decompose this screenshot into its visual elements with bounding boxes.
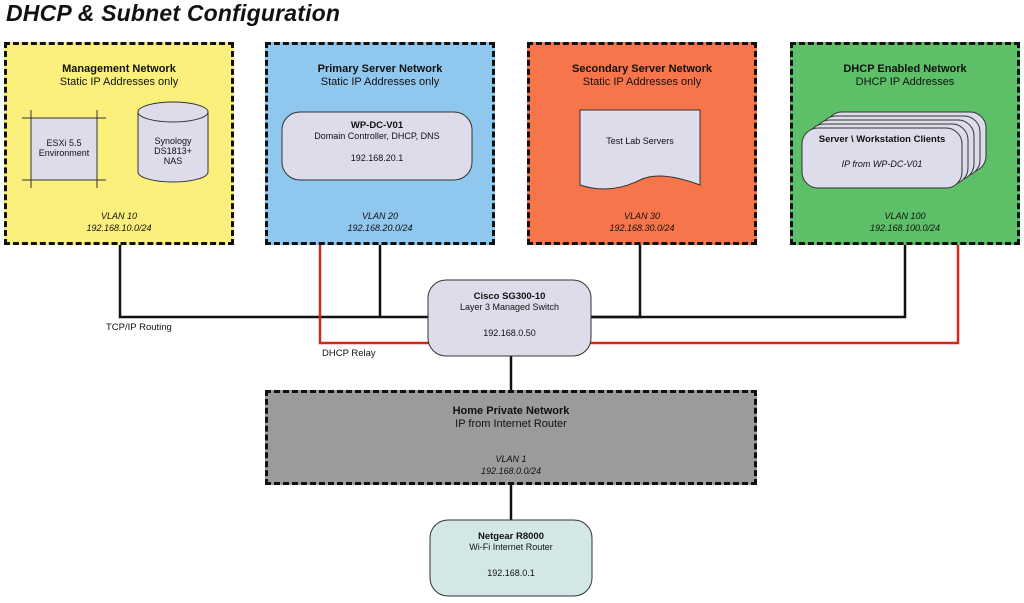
zone-vlan: VLAN 100 (884, 211, 926, 221)
zone-name: Management Network (62, 63, 176, 75)
clients-name: Server \ Workstation Clients (818, 134, 946, 145)
routing-label: TCP/IP Routing (106, 322, 172, 333)
zone-subnet: 192.168.20.0/24 (347, 223, 413, 233)
clients-node: Server \ Workstation Clients IP from WP-… (802, 134, 962, 169)
clients-ip: IP from WP-DC-V01 (841, 159, 923, 169)
switch-ip: 192.168.0.50 (483, 328, 536, 338)
router-node: Netgear R8000 Wi-Fi Internet Router 192.… (430, 531, 592, 578)
zone-vlan: VLAN 10 (100, 211, 138, 221)
relay-label: DHCP Relay (322, 348, 376, 359)
esxi-node: ESXi 5.5 Environment (38, 138, 90, 158)
nas-node: Synology DS1813+ NAS (154, 136, 192, 166)
router-role: Wi-Fi Internet Router (469, 542, 553, 552)
dc-role: Domain Controller, DHCP, DNS (314, 131, 440, 141)
diagram-title: DHCP & Subnet Configuration (6, 0, 341, 26)
zone-subtitle: Static IP Addresses only (320, 76, 440, 88)
dc-node: WP-DC-V01 Domain Controller, DHCP, DNS 1… (282, 120, 472, 163)
zone-subtitle: IP from Internet Router (455, 418, 567, 430)
testlab-node: Test Lab Servers (606, 136, 674, 146)
zone-subnet: 192.168.100.0/24 (869, 223, 941, 233)
switch-name: Cisco SG300-10 (473, 291, 546, 302)
zone-name: Secondary Server Network (571, 63, 712, 75)
zone-subtitle: Static IP Addresses only (582, 76, 702, 88)
routing-lines (118, 243, 907, 520)
dc-name: WP-DC-V01 (350, 120, 404, 131)
router-ip: 192.168.0.1 (487, 568, 535, 578)
zone-vlan: VLAN 1 (495, 454, 527, 464)
zone-subnet: 192.168.30.0/24 (609, 223, 675, 233)
zone-vlan: VLAN 30 (623, 211, 661, 221)
zone-vlan: VLAN 20 (361, 211, 399, 221)
switch-node: Cisco SG300-10 Layer 3 Managed Switch 19… (428, 291, 591, 338)
zone-subtitle: Static IP Addresses only (59, 76, 179, 88)
zone-home: Home Private Network IP from Internet Ro… (265, 390, 757, 485)
line-mgmt (118, 243, 430, 319)
zone-name: Primary Server Network (317, 63, 443, 75)
line-dhcp (590, 243, 907, 319)
switch-role: Layer 3 Managed Switch (459, 302, 560, 312)
zone-subnet: 192.168.0.0/24 (480, 466, 542, 476)
zone-name: DHCP Enabled Network (843, 63, 967, 75)
zone-name: Home Private Network (452, 405, 570, 417)
zone-subnet: 192.168.10.0/24 (86, 223, 152, 233)
router-name: Netgear R8000 (477, 531, 544, 542)
zone-subtitle: DHCP IP Addresses (855, 76, 955, 88)
dc-ip: 192.168.20.1 (350, 153, 404, 163)
line-secondary (590, 243, 642, 319)
